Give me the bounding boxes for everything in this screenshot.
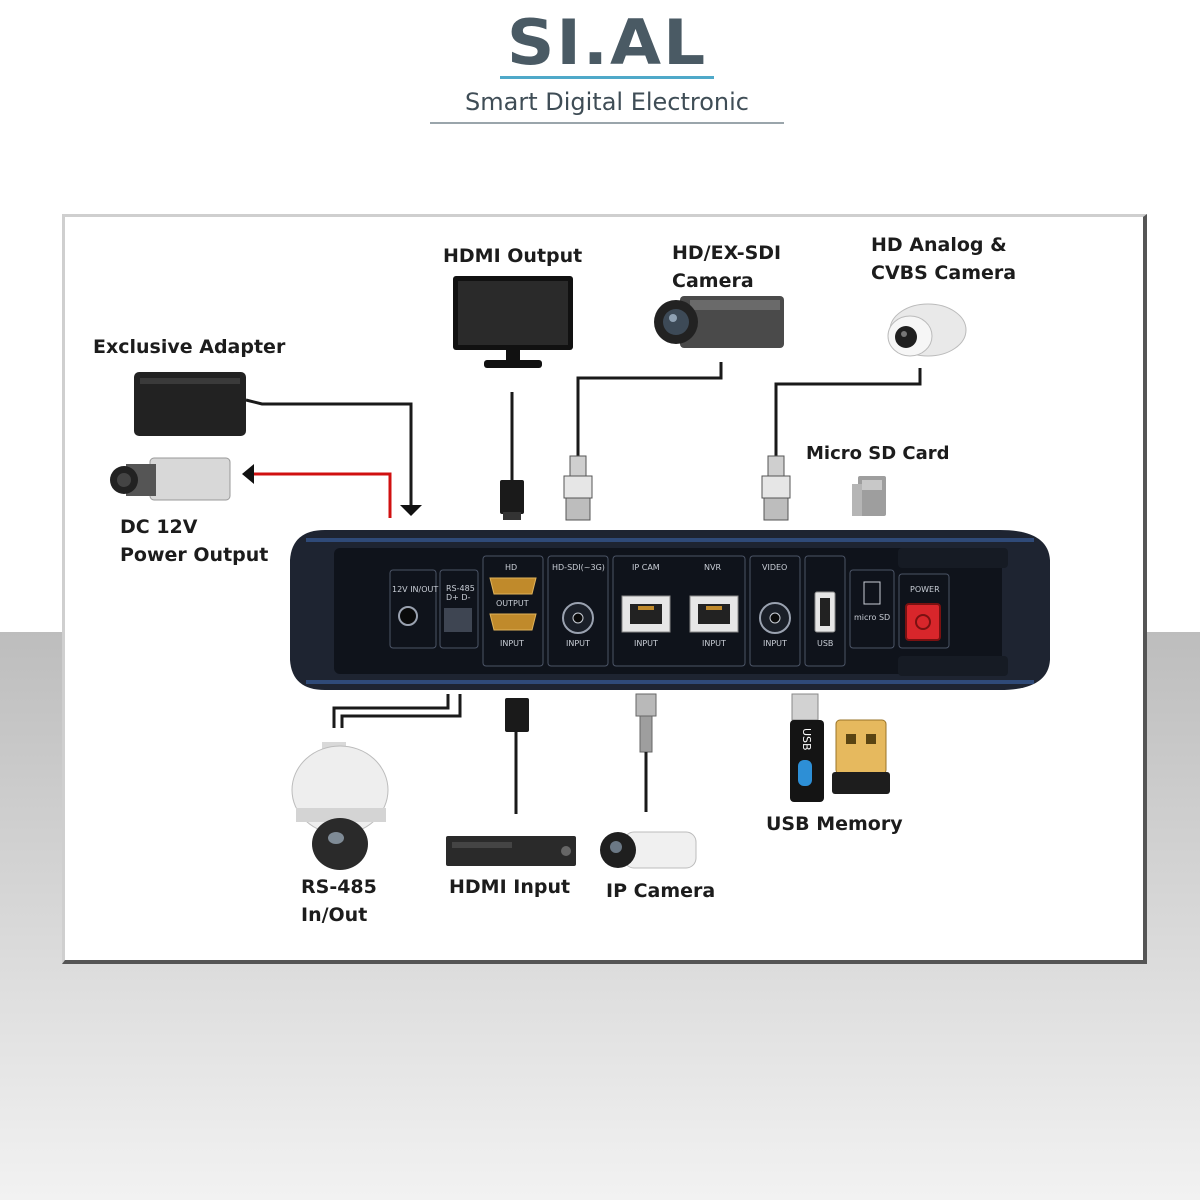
power-button[interactable] — [898, 573, 950, 649]
rs485-ptz-camera-icon — [291, 742, 389, 870]
rs485-cable — [332, 694, 462, 728]
power-output-arrow — [242, 464, 254, 484]
usb-stick-label: USB — [800, 728, 813, 751]
ip-camera-icon — [600, 831, 697, 869]
power-button-label: POWER — [910, 585, 940, 594]
label-rs485: RS-485 In/Out — [301, 876, 377, 926]
bnc-connector-sdi — [563, 455, 593, 521]
port-nvr-input-label: INPUT — [702, 639, 726, 648]
sdi-camera-icon — [654, 296, 784, 348]
port-rs485-pins: D+ D- — [446, 593, 471, 602]
port-ipcam-label: IP CAM — [632, 563, 660, 572]
power-output-cable — [254, 472, 392, 518]
port-hdsdi-label: HD-SDI(~3G) — [552, 563, 605, 572]
port-network-group — [612, 555, 746, 667]
port-hdmi-output[interactable] — [489, 577, 537, 595]
hdmi-input-dvr-icon — [446, 836, 576, 866]
port-ipcam-input-label: INPUT — [634, 639, 658, 648]
analog-camera-cable — [774, 368, 922, 458]
port-hdmi-output-label: OUTPUT — [496, 599, 529, 608]
sdi-camera-cable — [576, 362, 723, 458]
label-sdi-camera: HD/EX-SDI Camera — [672, 242, 782, 292]
adapter-cable — [245, 398, 413, 505]
port-video-label: VIDEO — [762, 563, 787, 572]
label-ip-camera: IP Camera — [606, 880, 716, 902]
brand-logo: SI.AL Smart Digital Electronic — [430, 8, 784, 128]
brand-name: SI.AL — [506, 5, 708, 80]
port-12v[interactable] — [389, 569, 437, 649]
port-nvr[interactable] — [689, 595, 739, 633]
brand-underline — [500, 76, 714, 79]
port-usb-label: USB — [817, 639, 833, 648]
port-video[interactable] — [749, 555, 801, 667]
micro-sd-card-icon — [852, 476, 886, 516]
port-ipcam[interactable] — [621, 595, 671, 633]
analog-camera-icon — [887, 303, 967, 357]
port-rs485-label: RS-485 — [446, 584, 475, 593]
label-analog-camera: HD Analog & CVBS Camera — [871, 234, 1017, 284]
hdmi-output-monitor-icon — [453, 276, 573, 368]
port-hdsdi[interactable] — [547, 555, 609, 667]
bnc-connector-video — [761, 455, 791, 521]
label-exclusive-adapter: Exclusive Adapter — [93, 336, 286, 358]
label-hdmi-output: HDMI Output — [443, 245, 583, 267]
label-dc-power-output: DC 12V Power Output — [120, 516, 269, 566]
hdmi-input-cable — [505, 698, 529, 814]
port-hd-label: HD — [505, 563, 517, 572]
port-hd-group — [482, 555, 544, 667]
port-12v-label: 12V IN/OUT — [392, 585, 438, 594]
ip-camera-cable — [635, 693, 657, 812]
port-microsd[interactable] — [849, 569, 895, 649]
port-video-input-label: INPUT — [763, 639, 787, 648]
label-hdmi-input: HDMI Input — [449, 876, 571, 898]
label-micro-sd-card: Micro SD Card — [806, 443, 950, 464]
usb-memory-stick-icon — [790, 693, 824, 802]
port-nvr-label: NVR — [704, 563, 721, 572]
label-usb-memory: USB Memory — [766, 813, 903, 835]
port-hdmi-input-label: INPUT — [500, 639, 524, 648]
exclusive-adapter-icon — [134, 372, 246, 436]
port-hdsdi-input-label: INPUT — [566, 639, 590, 648]
brand-rule — [430, 122, 784, 124]
port-microsd-label: micro SD — [854, 613, 890, 622]
usb-wifi-dongle-icon — [832, 719, 890, 794]
hdmi-output-cable — [500, 392, 524, 520]
adapter-arrow — [400, 505, 422, 516]
dc-power-camera-icon — [110, 457, 231, 501]
brand-tagline: Smart Digital Electronic — [465, 88, 749, 116]
port-hdmi-input[interactable] — [489, 613, 537, 631]
port-usb[interactable] — [804, 555, 846, 667]
port-rs485[interactable] — [439, 569, 479, 649]
